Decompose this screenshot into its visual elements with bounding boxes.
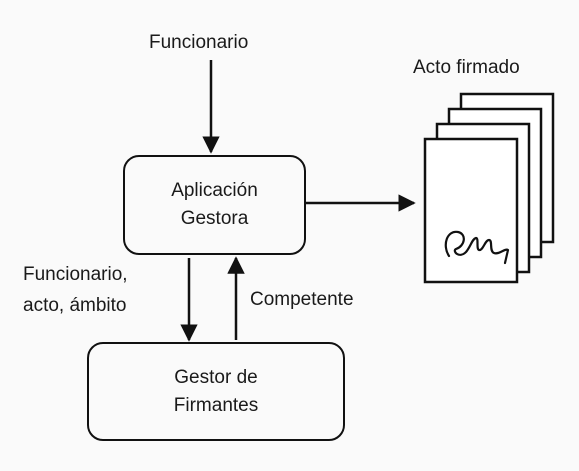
down-arrow-label-line1: Funcionario, bbox=[23, 264, 128, 285]
signer-box: Gestor de Firmantes bbox=[87, 342, 345, 441]
app-box-line2: Gestora bbox=[180, 208, 249, 229]
signature-icon bbox=[444, 230, 510, 265]
app-box-line1: Aplicación bbox=[171, 180, 258, 201]
app-box: Aplicación Gestora bbox=[123, 155, 306, 255]
top-input-label: Funcionario bbox=[149, 32, 249, 53]
output-label: Acto firmado bbox=[413, 57, 520, 78]
up-arrow-label: Competente bbox=[250, 289, 354, 310]
signer-box-line1: Gestor de bbox=[174, 366, 258, 388]
signer-box-line2: Firmantes bbox=[173, 394, 259, 416]
document-page-front bbox=[423, 137, 519, 284]
signed-document-stack bbox=[423, 92, 555, 284]
down-arrow-label-line2: acto, ámbito bbox=[23, 295, 127, 316]
